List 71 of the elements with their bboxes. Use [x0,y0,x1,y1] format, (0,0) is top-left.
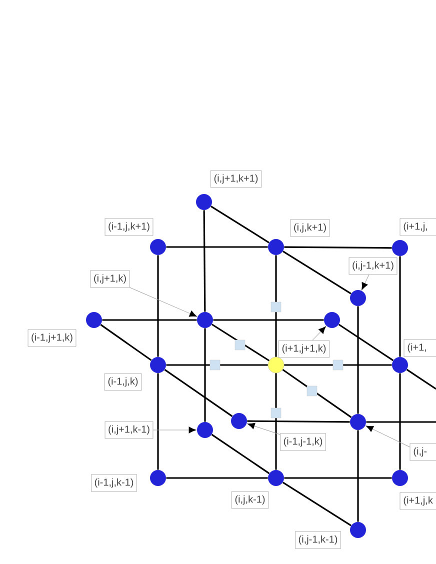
leader-line [247,422,280,435]
label-box: (i,j+1,k+1) [210,170,262,188]
leader-line [312,326,326,340]
dot [392,240,408,256]
label-box: (i+1, [404,339,436,357]
label-box: (i-1,j+1,k) [28,329,76,347]
grid-line [406,368,436,390]
label-box: (i,j+1,k) [90,270,130,288]
label-box: (i,j- [410,443,436,461]
grid-line [366,421,436,423]
label-box: (i-1,j,k+1) [104,218,154,236]
dot [197,312,213,328]
dot [268,239,284,255]
grid-line [284,246,392,249]
dot [324,312,340,328]
grid-line [275,255,277,357]
grid-line [282,250,352,294]
grid-line [213,319,324,321]
grid-line [157,255,159,357]
dot [196,194,212,210]
grid-line [164,369,233,417]
grid-line [282,482,352,526]
dot [350,414,366,430]
grid-line [357,306,359,414]
label-box: (i,j,k+1) [290,219,330,237]
grid-line [275,373,277,470]
label-box: (i+1,j, [400,218,436,236]
dot [268,356,284,374]
grid-line [166,246,268,248]
grid-line [211,434,270,474]
dot [392,470,408,486]
grid-line [399,256,401,357]
dot [350,522,366,538]
grid-line [399,373,401,470]
dot [350,290,366,306]
label-box: (i+1,j+1,k) [278,340,330,358]
grid-line [284,477,392,479]
leader-line [152,426,196,434]
grid-line [166,364,268,366]
label-box: (i,j-1,k-1) [295,531,341,549]
label-box: (i+1,j,k [400,492,436,510]
dot [150,357,166,373]
label-box: (i,j+1,k-1) [104,421,154,439]
dot [197,422,213,438]
leader-line [366,426,410,448]
grid-line [203,210,206,312]
grid-line [282,369,352,418]
dot [150,239,166,255]
grid-line [102,319,197,321]
label-box: (i-1,j-1,k) [280,433,326,451]
leader-line [130,287,197,317]
dot [392,357,408,373]
label-box: (i-1,j,k-1) [91,474,137,492]
grid-line [157,373,159,470]
label-box: (i-1,j,k) [104,373,142,391]
grid-line [166,477,268,479]
dot [150,470,166,486]
grid-line [210,206,270,244]
grid-line [100,324,152,361]
label-box: (i,j-1,k+1) [348,257,398,275]
dot [86,312,102,328]
label-box: (i,j,k-1) [231,491,269,509]
dot [231,413,247,429]
grid-line [357,430,359,522]
leader-line [362,274,370,290]
grid-line [212,324,270,362]
dot [268,470,284,486]
grid-line [338,324,394,362]
grid-line [247,420,350,423]
grid-line [284,364,392,366]
grid-line [204,328,206,422]
